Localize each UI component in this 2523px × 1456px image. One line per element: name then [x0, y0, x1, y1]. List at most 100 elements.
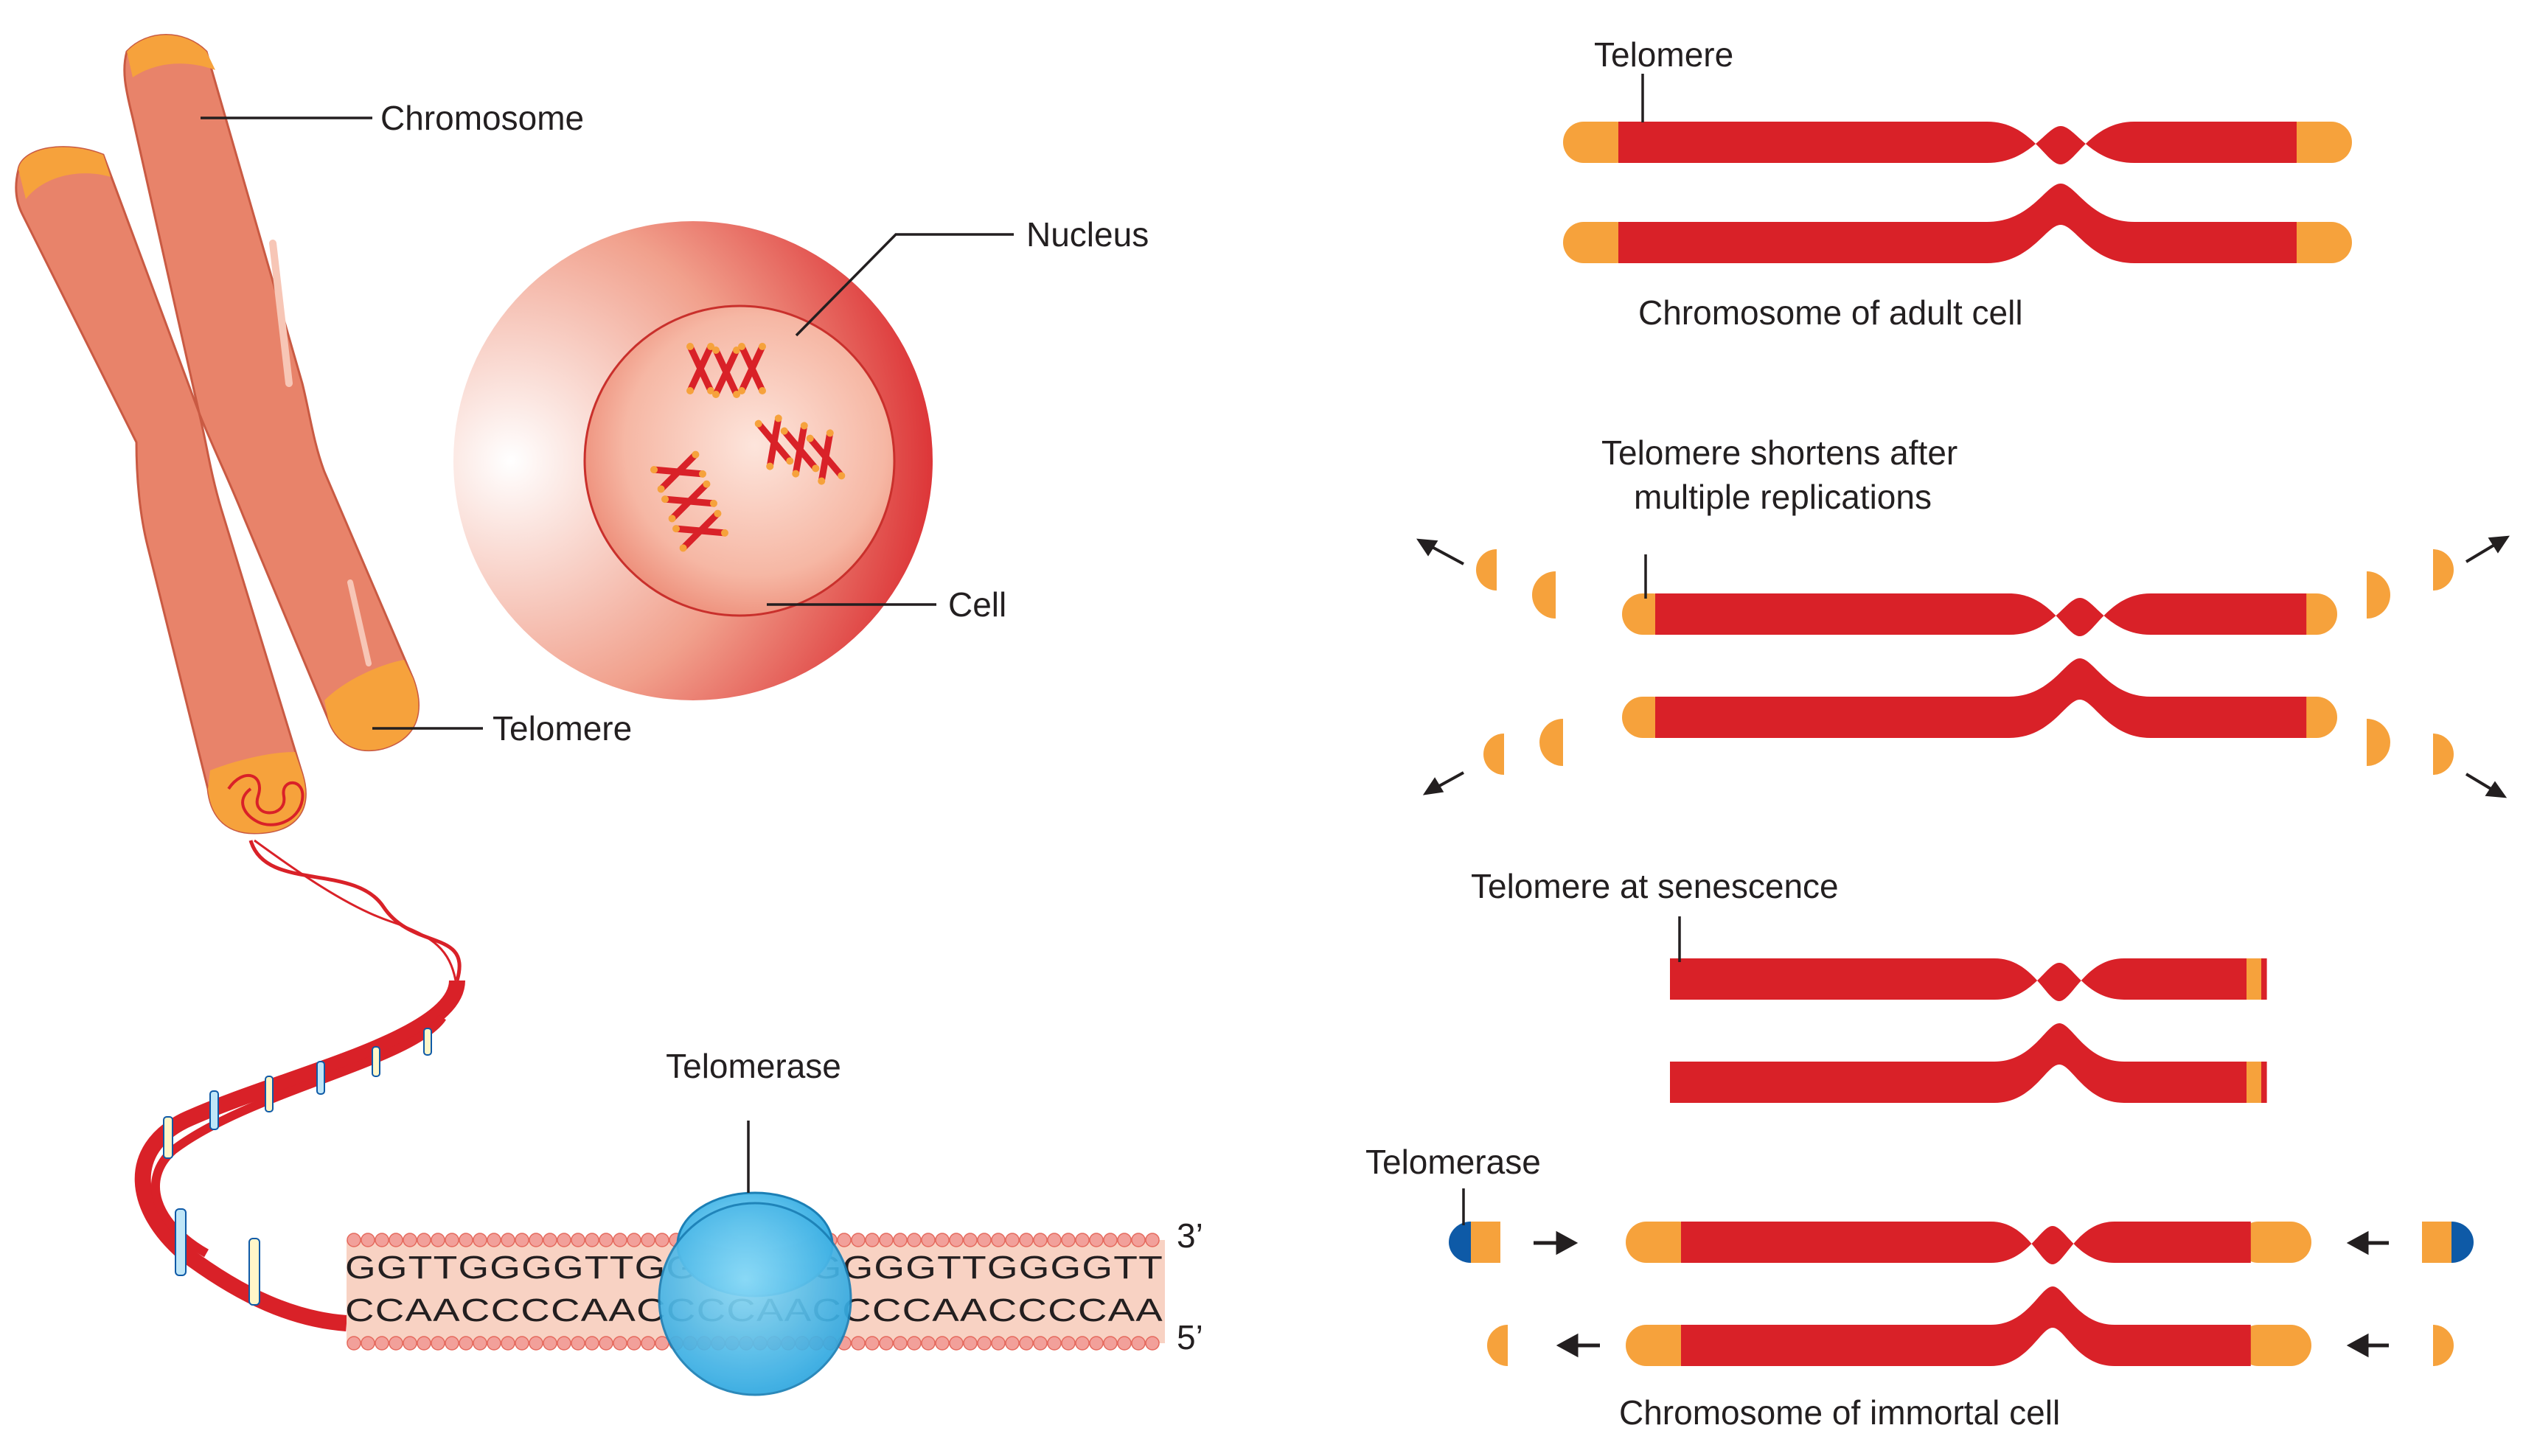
cell-label: Cell: [948, 585, 1006, 624]
dna-bead: [1019, 1233, 1034, 1247]
dna-bead: [1047, 1336, 1062, 1351]
dna-bead: [627, 1336, 641, 1351]
dna-bead: [1117, 1336, 1132, 1351]
dna-bead: [1103, 1336, 1118, 1351]
dna-bead: [1047, 1233, 1062, 1247]
dna-bead: [473, 1336, 487, 1351]
dna-bead: [613, 1336, 627, 1351]
dna-bead: [571, 1336, 585, 1351]
arrow-right-icon: [1556, 1230, 1579, 1255]
dna-bead: [347, 1233, 361, 1247]
dna-bead: [1145, 1336, 1160, 1351]
chromosome-cap-top-right: [127, 35, 215, 77]
dna-bead: [501, 1336, 515, 1351]
dna-bead: [515, 1233, 529, 1247]
dna-bead: [375, 1336, 389, 1351]
immortal-arrows: [1534, 1230, 2389, 1358]
shortening-chromosome: [1622, 593, 2337, 738]
dna-bead: [473, 1233, 487, 1247]
nucleus: [583, 304, 896, 617]
left-labels: Chromosome Nucleus Cell Telomere: [201, 99, 1149, 748]
dna-bead: [991, 1336, 1006, 1351]
dna-bead: [655, 1233, 669, 1247]
dna-bead: [361, 1233, 375, 1247]
dna-bead: [1075, 1336, 1090, 1351]
dna-bead: [459, 1336, 473, 1351]
immortal-cell-caption: Chromosome of immortal cell: [1619, 1393, 2060, 1432]
dna-bead: [935, 1233, 950, 1247]
dna-bead: [487, 1336, 501, 1351]
telomerase-label-left: Telomerase: [666, 1047, 841, 1085]
dna-bead: [893, 1233, 908, 1247]
dna-bead: [1005, 1233, 1020, 1247]
dna-bead: [599, 1233, 613, 1247]
dna-bead: [977, 1233, 992, 1247]
dna-bead: [1103, 1233, 1118, 1247]
arrow-icon: [1416, 538, 1438, 557]
strand-3prime-label: 3’: [1177, 1216, 1203, 1255]
dna-bead: [1061, 1233, 1076, 1247]
dna-bead: [1033, 1233, 1048, 1247]
dna-bead: [1117, 1233, 1132, 1247]
dna-bead: [837, 1233, 852, 1247]
dna-bead: [557, 1233, 571, 1247]
telomerase-enzyme: Telomerase: [658, 1047, 852, 1396]
dna-bead: [865, 1233, 880, 1247]
dna-bead: [1019, 1336, 1034, 1351]
dna-bead: [529, 1336, 543, 1351]
dna-bead: [977, 1336, 992, 1351]
dna-bead: [1089, 1336, 1104, 1351]
dna-bead: [599, 1336, 613, 1351]
chromosome-cap-bottom-left: [208, 752, 306, 833]
dna-bead: [641, 1233, 655, 1247]
immortal-cell-chromosome: [1626, 1222, 2311, 1366]
dna-bead: [949, 1233, 964, 1247]
nucleus-label: Nucleus: [1026, 215, 1149, 254]
telomerase-label-right: Telomerase: [1365, 1143, 1541, 1181]
shortens-label-line1: Telomere shortens after: [1601, 433, 1958, 472]
dna-bead: [879, 1336, 894, 1351]
dna-bead: [963, 1233, 978, 1247]
strand-5prime-label: 5’: [1177, 1318, 1203, 1356]
released-telomere-fragments: [1476, 549, 2454, 775]
base-pairs: [163, 1028, 432, 1306]
dna-bead: [543, 1336, 557, 1351]
telomere-label-top: Telomere: [1594, 35, 1733, 74]
chromosome-illustration: [15, 34, 462, 981]
dna-bead: [445, 1336, 459, 1351]
chromosome-cap-top-left: [18, 147, 111, 199]
telomere-label-left: Telomere: [493, 709, 632, 748]
dna-bead: [907, 1233, 922, 1247]
dna-bead: [459, 1233, 473, 1247]
adult-cell-chromosome: [1563, 122, 2352, 263]
dna-bead: [613, 1233, 627, 1247]
dna-bead: [991, 1233, 1006, 1247]
dna-bead: [585, 1336, 599, 1351]
dna-bead: [627, 1233, 641, 1247]
arrow-icon: [1422, 777, 1444, 795]
dna-bead: [893, 1336, 908, 1351]
dna-bead: [515, 1336, 529, 1351]
dna-bead: [1075, 1233, 1090, 1247]
dna-bead: [445, 1233, 459, 1247]
adult-cell-caption: Chromosome of adult cell: [1638, 293, 2023, 332]
dna-bead: [1089, 1233, 1104, 1247]
dna-bead: [1145, 1233, 1160, 1247]
dna-bead: [907, 1336, 922, 1351]
chromosome-label: Chromosome: [380, 99, 584, 137]
senescence-label: Telomere at senescence: [1471, 867, 1839, 905]
dna-bead: [851, 1336, 866, 1351]
dna-bead: [431, 1336, 445, 1351]
dna-bead: [361, 1336, 375, 1351]
dna-bead: [431, 1233, 445, 1247]
senescence-chromosome: [1670, 958, 2267, 1103]
dna-bead: [641, 1336, 655, 1351]
dna-ribbon: [134, 979, 465, 1331]
dna-bead: [501, 1233, 515, 1247]
dna-bead: [865, 1336, 880, 1351]
dna-bead: [389, 1233, 403, 1247]
fragment-arrows: [1416, 535, 2510, 798]
dna-bead: [851, 1233, 866, 1247]
shortens-label-line2: multiple replications: [1634, 478, 1932, 516]
